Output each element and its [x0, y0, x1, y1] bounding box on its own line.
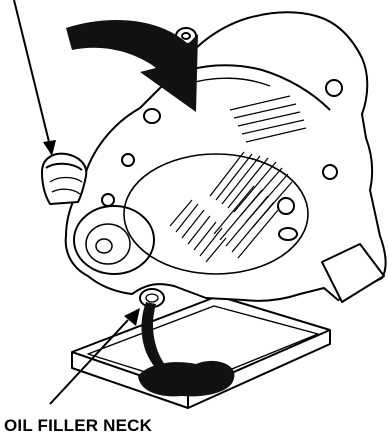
oil-filler-neck-label: OIL FILLER NECK: [4, 417, 154, 434]
leader-arrow-cap: [14, 0, 56, 156]
engine-illustration: [42, 12, 386, 307]
